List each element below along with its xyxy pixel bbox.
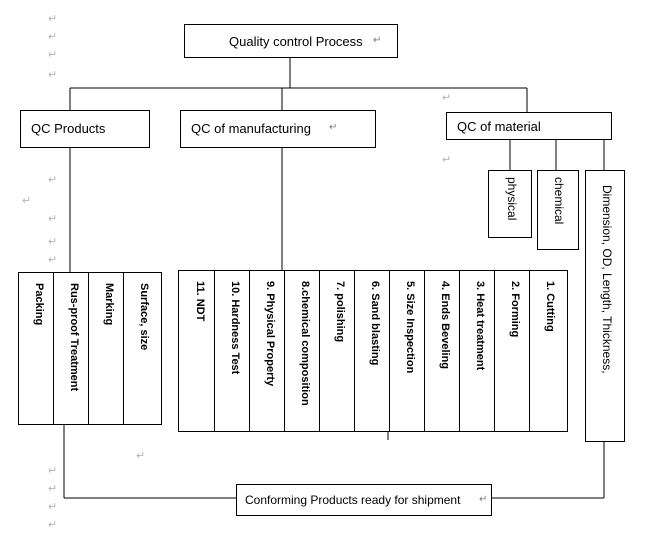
- qc-manufacturing-label: QC of manufacturing: [191, 121, 311, 136]
- paragraph-mark: ↵: [48, 519, 58, 531]
- step-hardness-test: 10. Hardness Test: [229, 281, 241, 375]
- divider: [424, 271, 425, 431]
- chemical-box: chemical: [537, 170, 579, 250]
- divider: [53, 273, 54, 424]
- divider: [123, 273, 124, 424]
- qc-manufacturing-box: QC of manufacturing ↵: [180, 110, 376, 148]
- step-packing: Packing: [33, 283, 45, 326]
- step-physical-property: 9. Physical Property: [264, 281, 276, 387]
- divider: [319, 271, 320, 431]
- step-surface-size: Surface, size: [138, 283, 150, 351]
- paragraph-mark: ↵: [48, 254, 58, 266]
- return-mark: ↵: [329, 122, 338, 133]
- divider: [249, 271, 250, 431]
- manufacturing-steps-box: 11. NDT 10. Hardness Test 9. Physical Pr…: [178, 270, 568, 432]
- qc-products-label: QC Products: [31, 121, 106, 136]
- dimension-box: Dimension, OD, Length, Thickness,: [585, 170, 625, 442]
- divider: [88, 273, 89, 424]
- paragraph-mark: ↵: [48, 174, 58, 186]
- paragraph-mark: ↵: [442, 92, 452, 104]
- dimension-label: Dimension, OD, Length, Thickness,: [600, 185, 614, 374]
- paragraph-mark: ↵: [22, 195, 32, 207]
- paragraph-mark: ↵: [48, 69, 58, 81]
- step-cutting: 1. Cutting: [544, 281, 556, 332]
- chemical-label: chemical: [552, 177, 566, 225]
- step-ends-beveling: 4. Ends Beveling: [439, 281, 451, 370]
- final-box: Conforming Products ready for shipment ↵: [236, 484, 492, 516]
- divider: [214, 271, 215, 431]
- step-forming: 2. Forming: [509, 281, 521, 338]
- divider: [494, 271, 495, 431]
- paragraph-mark: ↵: [48, 31, 58, 43]
- paragraph-mark: ↵: [48, 49, 58, 61]
- step-sand-blasting: 6. Sand blasting: [369, 281, 381, 366]
- step-heat-treatment: 3. Heat treatment: [474, 281, 486, 371]
- divider: [529, 271, 530, 431]
- final-label: Conforming Products ready for shipment: [245, 493, 461, 507]
- title-box: Quality control Process ↵: [184, 24, 398, 58]
- paragraph-mark: ↵: [48, 13, 58, 25]
- paragraph-mark: ↵: [48, 236, 58, 248]
- divider: [459, 271, 460, 431]
- physical-box: physical: [488, 170, 532, 238]
- title-text: Quality control Process: [229, 34, 363, 49]
- product-steps-box: Packing Rus-proof Treatment Marking Surf…: [18, 272, 162, 425]
- step-chemical-composition: 8.chemical composition: [299, 281, 311, 406]
- return-mark: ↵: [479, 494, 488, 505]
- qc-material-box: QC of material: [446, 112, 612, 140]
- step-ndt: 11. NDT: [194, 281, 206, 322]
- step-polishing: 7. polishing: [334, 281, 346, 343]
- paragraph-mark: ↵: [136, 450, 146, 462]
- paragraph-mark: ↵: [48, 483, 58, 495]
- paragraph-mark: ↵: [442, 154, 452, 166]
- qc-material-label: QC of material: [457, 119, 541, 134]
- paragraph-mark: ↵: [48, 213, 58, 225]
- step-size-inspection: 5. Size Inspection: [404, 281, 416, 374]
- return-mark: ↵: [373, 35, 382, 46]
- qc-products-box: QC Products: [20, 110, 150, 148]
- divider: [284, 271, 285, 431]
- paragraph-mark: ↵: [48, 465, 58, 477]
- divider: [389, 271, 390, 431]
- physical-label: physical: [505, 177, 519, 221]
- step-marking: Marking: [103, 283, 115, 326]
- paragraph-mark: ↵: [48, 501, 58, 513]
- step-rust-proof-treatment: Rus-proof Treatment: [68, 283, 80, 392]
- divider: [354, 271, 355, 431]
